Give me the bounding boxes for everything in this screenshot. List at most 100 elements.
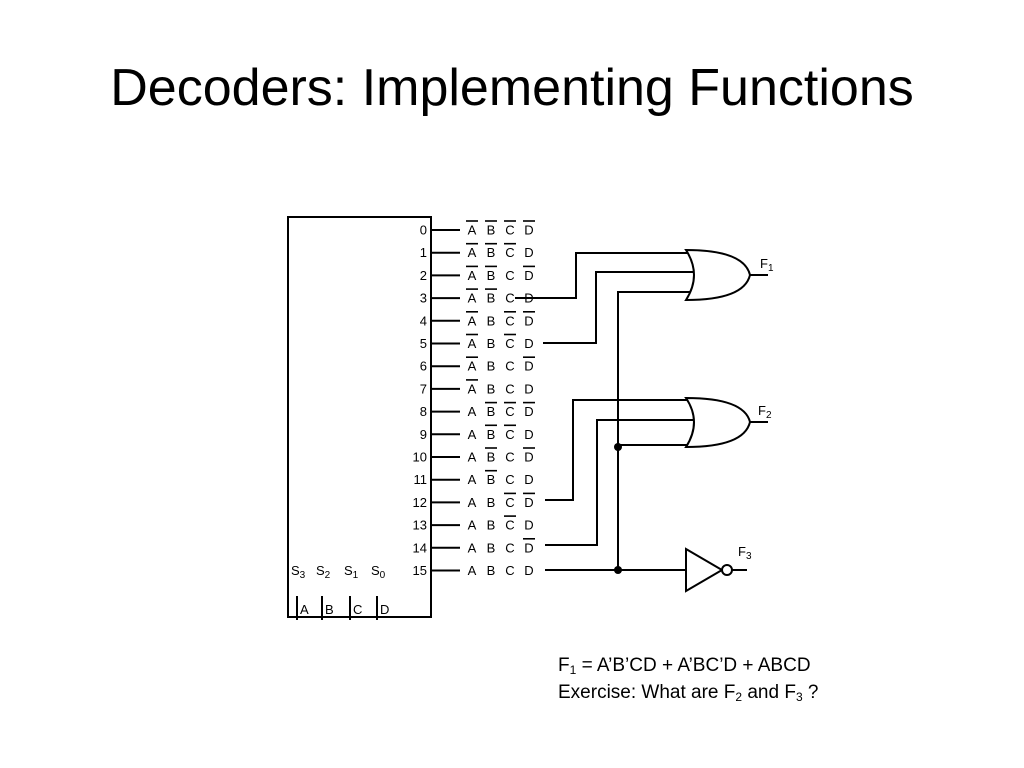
minterm-literal: D xyxy=(524,313,533,328)
minterm-literal: C xyxy=(505,245,514,260)
minterm-literal: C xyxy=(505,223,514,238)
minterm-literal: C xyxy=(505,495,514,510)
decoder-box xyxy=(287,216,432,618)
minterm-literal: B xyxy=(487,291,496,306)
select-label: S1 xyxy=(344,563,359,581)
minterm-literal: C xyxy=(505,336,514,351)
minterm-literal: A xyxy=(468,495,477,510)
minterm-literal: A xyxy=(468,291,477,306)
minterm-literal: A xyxy=(468,404,477,419)
or-gate-f2: F2 xyxy=(684,396,772,449)
select-input-label: A xyxy=(300,602,309,617)
select-label: S3 xyxy=(291,563,306,581)
or-gate-f1: F1 xyxy=(684,248,774,302)
wire-m3-f1 xyxy=(515,252,690,299)
select-label: S0 xyxy=(371,563,386,581)
minterm-literal: A xyxy=(468,427,477,442)
minterm-literal: D xyxy=(524,563,533,578)
f3-label: F3 xyxy=(738,544,752,562)
notes: F1 = A’B’CD + A’BC’D + ABCD Exercise: Wh… xyxy=(558,652,819,706)
minterm-literal: A xyxy=(468,563,477,578)
f1-label: F1 xyxy=(760,256,774,274)
wire-m15-f1 xyxy=(617,291,690,570)
minterm-literal: C xyxy=(505,359,514,374)
minterm-literal: A xyxy=(468,450,477,465)
f2-label: F2 xyxy=(758,403,772,421)
minterm-literal: C xyxy=(505,291,514,306)
junction-dot xyxy=(614,443,622,451)
output-number: 9 xyxy=(420,427,427,442)
minterm-literal: C xyxy=(505,540,514,555)
minterm-literal: B xyxy=(487,245,496,260)
minterm-literal: B xyxy=(487,381,496,396)
slide-title: Decoders: Implementing Functions xyxy=(110,59,914,117)
select-input: S3A xyxy=(291,563,309,620)
not-gate-f3: F3 xyxy=(685,544,752,593)
select-label: S2 xyxy=(316,563,331,581)
minterm-literal: B xyxy=(487,359,496,374)
minterm-literal: C xyxy=(505,313,514,328)
minterm-literal: D xyxy=(524,472,533,487)
output-number: 1 xyxy=(420,245,427,260)
minterm-literal: D xyxy=(524,540,533,555)
select-input: S0D xyxy=(371,563,389,620)
minterm-literal: C xyxy=(505,518,514,533)
gate-wiring xyxy=(515,252,694,574)
select-input-label: D xyxy=(380,602,389,617)
output-number: 8 xyxy=(420,404,427,419)
output-number: 0 xyxy=(420,223,427,238)
minterm-literal: B xyxy=(487,336,496,351)
minterm-literal: A xyxy=(468,381,477,396)
exercise-question: Exercise: What are F2 and F3 ? xyxy=(558,682,819,704)
output-number: 10 xyxy=(413,450,427,465)
minterm-literal: C xyxy=(505,381,514,396)
minterm-literal: A xyxy=(468,268,477,283)
select-input-label: C xyxy=(353,602,362,617)
select-input: S1C xyxy=(344,563,362,620)
wire-m5-f1 xyxy=(543,271,694,344)
minterm-literal: B xyxy=(487,563,496,578)
output-number: 14 xyxy=(413,540,427,555)
output-number: 11 xyxy=(414,472,428,487)
minterm-literal: D xyxy=(524,427,533,442)
minterm-literal: B xyxy=(487,223,496,238)
output-number: 12 xyxy=(413,495,427,510)
output-number: 5 xyxy=(420,336,427,351)
output-number: 15 xyxy=(413,563,427,578)
minterm-literal: C xyxy=(505,563,514,578)
output-number: 7 xyxy=(420,381,427,396)
minterm-literal: B xyxy=(487,495,496,510)
minterm-literal: D xyxy=(524,336,533,351)
minterm-literal: A xyxy=(468,313,477,328)
select-input-label: B xyxy=(325,602,334,617)
minterm-literal: D xyxy=(524,518,533,533)
minterm-literal: D xyxy=(524,450,533,465)
minterm-literal: D xyxy=(524,381,533,396)
minterm-literal: B xyxy=(487,450,496,465)
minterm-literal: A xyxy=(468,223,477,238)
minterm-literal: D xyxy=(524,359,533,374)
minterm-literal: A xyxy=(468,359,477,374)
minterm-literal: A xyxy=(468,336,477,351)
select-input: S2B xyxy=(316,563,334,620)
minterm-literal: C xyxy=(505,404,514,419)
minterm-literal: A xyxy=(468,245,477,260)
f1-equation: F1 = A’B’CD + A’BC’D + ABCD xyxy=(558,655,811,677)
minterm-literal: B xyxy=(487,268,496,283)
minterm-literal: D xyxy=(524,245,533,260)
minterm-literal: A xyxy=(468,540,477,555)
minterm-literal: C xyxy=(505,427,514,442)
output-number: 2 xyxy=(420,268,427,283)
